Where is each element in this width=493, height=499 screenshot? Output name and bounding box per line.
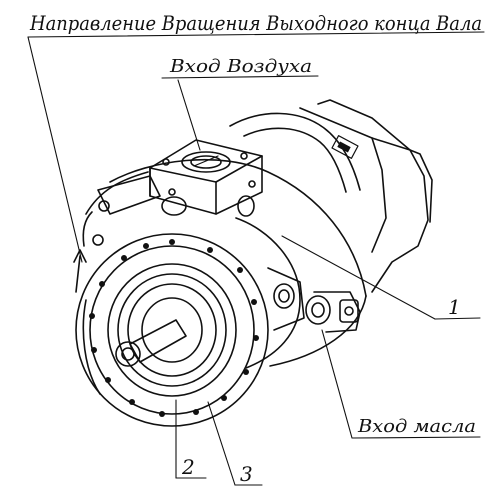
output-shaft [115, 319, 187, 367]
rotation-direction-label: Направление Вращения Выходного конца Вал… [29, 12, 482, 35]
front-bolt-holes [89, 239, 259, 417]
air-inlet-flange [149, 139, 263, 217]
callout-2-label: 2 [181, 455, 195, 479]
callout-1-label: 1 [448, 295, 461, 319]
oil-inlet-fitting [273, 283, 359, 325]
callout-3-label: 3 [240, 462, 253, 486]
rotation-arrow-icon [73, 200, 110, 293]
front-flange [75, 233, 269, 427]
leader-lines [27, 31, 485, 486]
motor-body [85, 99, 433, 369]
oil-inlet-label: Вход масла [357, 416, 476, 437]
air-inlet-label: Вход Воздуха [169, 56, 312, 77]
nameplate [331, 135, 359, 159]
